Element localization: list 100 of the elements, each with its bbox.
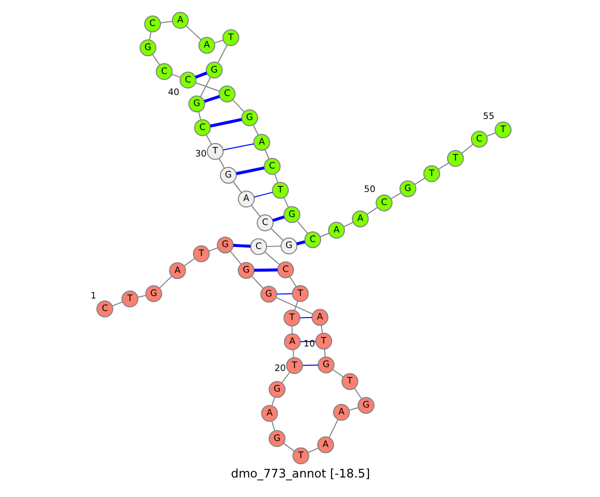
connector [198, 111, 201, 120]
node-circle: C [155, 63, 172, 80]
connector [299, 340, 316, 342]
connector [296, 240, 305, 246]
node-circle: T [192, 245, 210, 262]
node-circle: C [263, 158, 280, 175]
connector [332, 369, 344, 378]
node-circle: G [216, 236, 234, 254]
node-circle: G [188, 95, 205, 112]
connector [342, 222, 354, 228]
node-circle: G [317, 356, 334, 374]
node-circle: C [375, 194, 392, 212]
connector [216, 44, 228, 64]
node-circle: T [340, 373, 358, 390]
connector [264, 251, 280, 265]
node-circle: C [144, 16, 160, 32]
node-circle: T [422, 165, 440, 182]
connector [252, 124, 258, 136]
node-circle: A [237, 190, 254, 208]
connector [272, 216, 284, 222]
node-circle: T [291, 285, 308, 302]
connector [148, 31, 152, 40]
connector [222, 143, 254, 150]
connector [232, 99, 244, 112]
node-circle: C [96, 300, 113, 318]
connector [328, 419, 338, 438]
node-circle: A [351, 210, 368, 228]
connector [280, 372, 290, 384]
connector [292, 349, 294, 358]
node-label: 40 [167, 88, 179, 98]
connector [294, 300, 298, 311]
connector [270, 228, 284, 241]
node-circle: C [470, 130, 488, 148]
connector [486, 132, 496, 137]
node-label: 50 [364, 185, 375, 196]
node-label: 1 [90, 291, 96, 302]
node-circle: A [252, 134, 270, 151]
node-circle: G [280, 238, 297, 254]
node-circle: C [304, 231, 321, 248]
connector [275, 297, 313, 315]
node-circle: T [121, 290, 138, 308]
connector [414, 178, 425, 185]
node-circle: G [205, 62, 222, 78]
connector [324, 348, 326, 358]
connector [170, 74, 180, 78]
node-circle: A [316, 436, 334, 454]
node-circle: G [283, 206, 300, 224]
connector [250, 276, 264, 289]
node-circle: A [332, 404, 350, 421]
node-circle: C [194, 119, 210, 136]
node-circle: C [250, 238, 267, 256]
node-circle: T [222, 29, 239, 46]
connector [203, 94, 220, 103]
connector [253, 192, 272, 198]
node-circle: T [446, 150, 464, 167]
node-circle: A [171, 12, 188, 29]
connector [205, 134, 212, 145]
node-circle: C [179, 72, 196, 89]
node-circle: A [260, 404, 278, 422]
connector [348, 407, 358, 411]
connector [152, 54, 160, 66]
connector [264, 149, 270, 160]
connector [185, 25, 201, 40]
connector [353, 388, 362, 400]
connector [320, 324, 322, 334]
connector [291, 326, 292, 334]
connector [111, 301, 122, 306]
node-circle: A [283, 333, 300, 350]
node-circle: T [292, 447, 309, 464]
connector [160, 20, 172, 24]
connector [250, 205, 260, 218]
node-circle: T [206, 143, 224, 160]
connector [319, 232, 330, 238]
diagram-title: dmo_773_annot [-18.5] [230, 466, 370, 480]
connector [270, 396, 275, 406]
connector [136, 294, 146, 298]
node-circle: C [218, 85, 236, 102]
connector [270, 420, 275, 432]
connector [299, 317, 312, 318]
node-circle: T [283, 310, 300, 326]
node-label: 20 [274, 364, 286, 374]
connector [218, 158, 224, 169]
connector [232, 181, 242, 194]
node-circle: A [328, 222, 344, 239]
node-circle: C [276, 261, 294, 278]
node-circle: G [398, 180, 416, 198]
connector [282, 196, 288, 208]
connector [302, 364, 318, 366]
connector [158, 276, 172, 289]
node-circle: G [139, 39, 156, 56]
node-circle: G [260, 286, 277, 303]
node-circle: T [494, 121, 512, 138]
node-circle: T [286, 357, 302, 374]
connector [208, 247, 218, 252]
connector [460, 144, 473, 154]
connector [282, 442, 294, 452]
node-circle: G [268, 380, 285, 398]
connector [274, 173, 278, 183]
node-label: 55 [482, 112, 494, 122]
node-circle: A [311, 308, 328, 326]
